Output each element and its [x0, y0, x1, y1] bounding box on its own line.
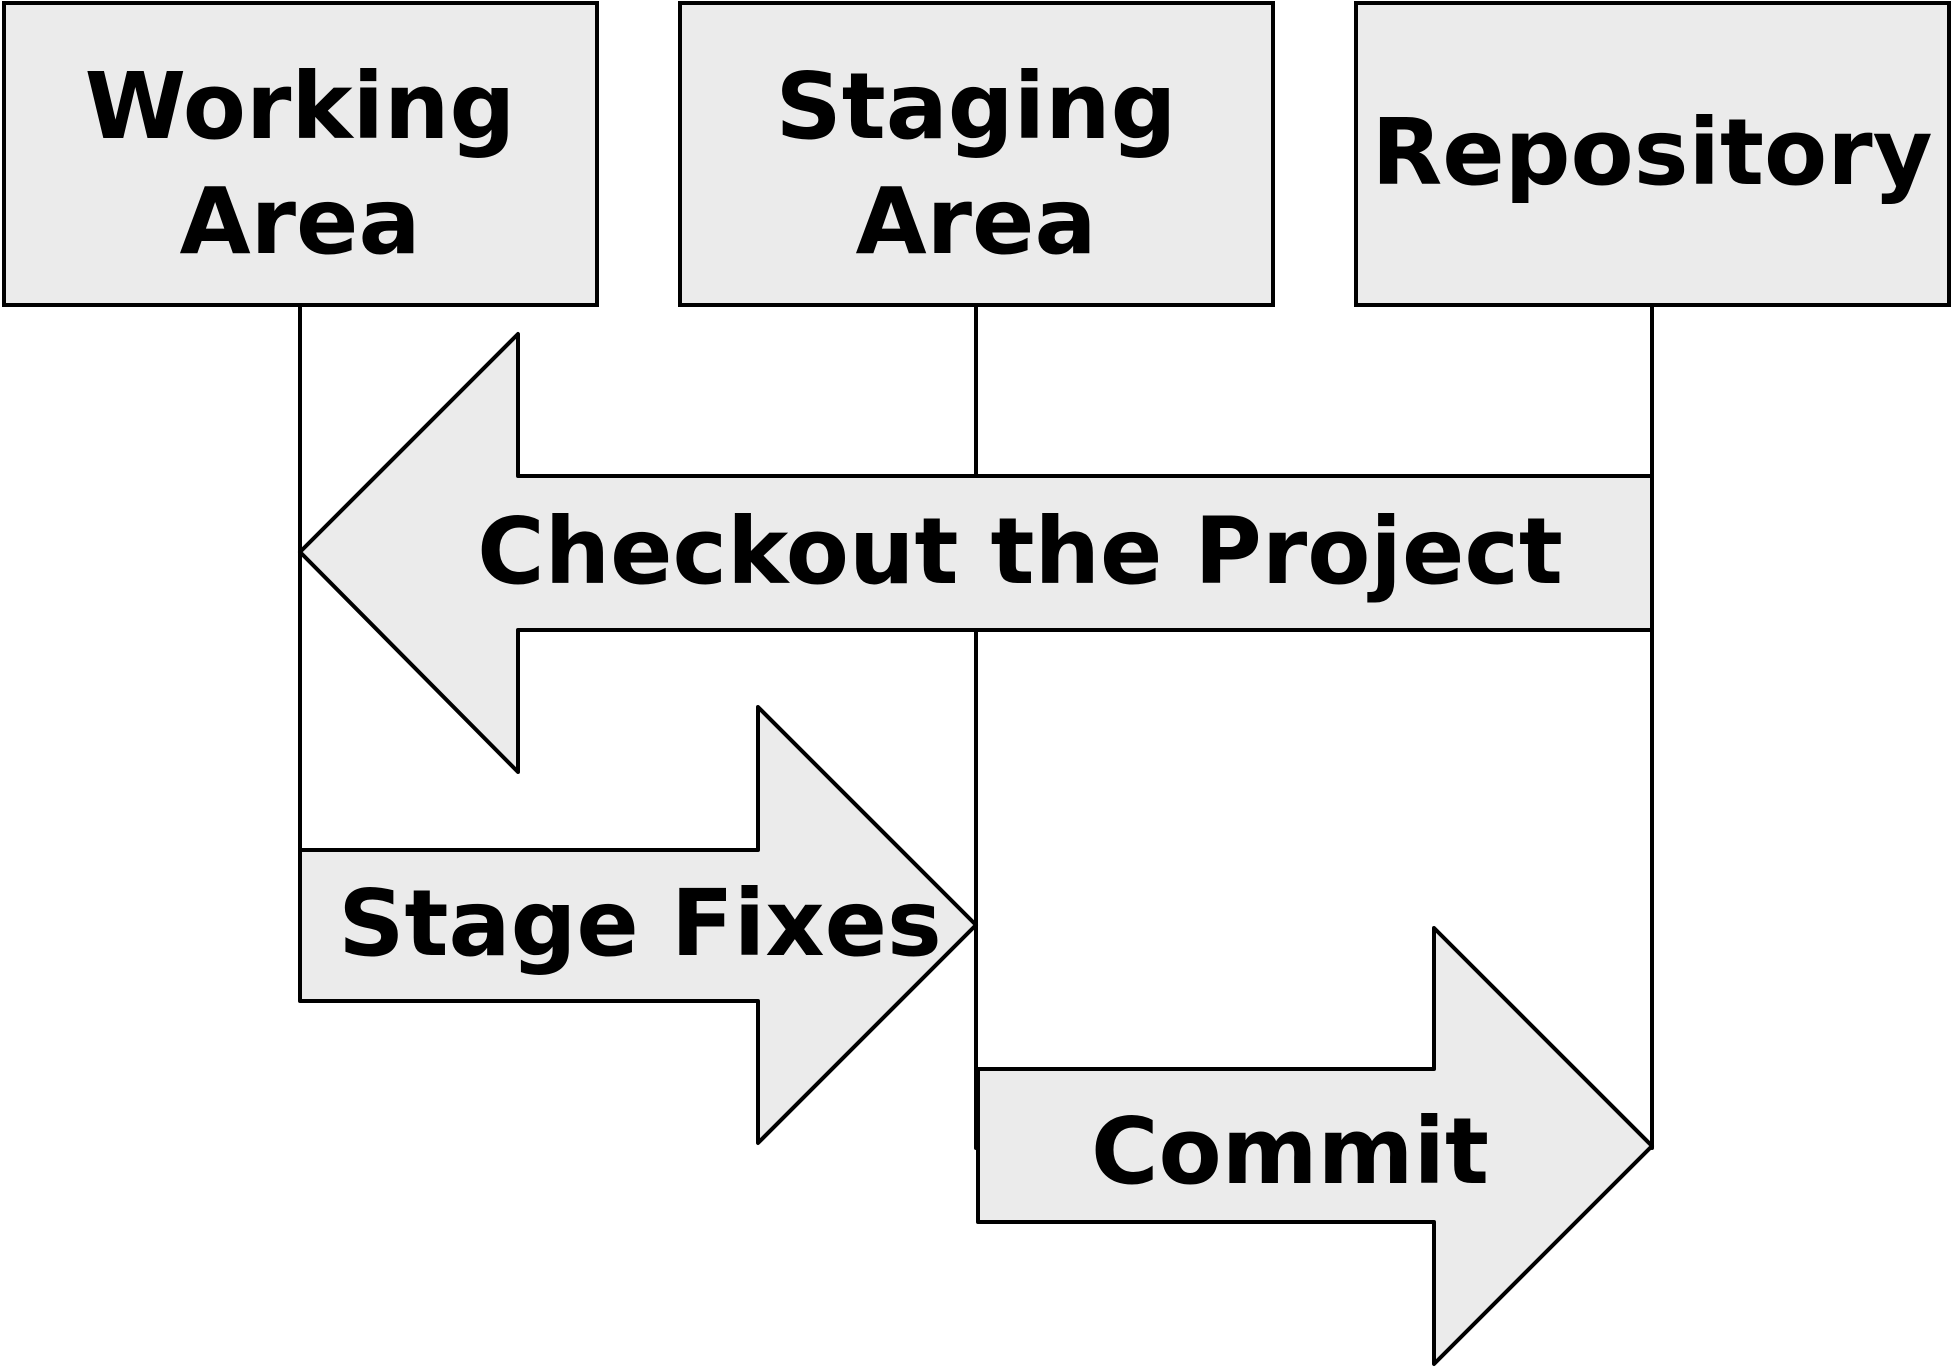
- commit-arrow-shape: [976, 926, 1654, 1366]
- checkout-arrow-shape: [298, 332, 1654, 774]
- working-area-box: Working Area: [2, 1, 599, 307]
- stage-fixes-arrow-shape: [298, 705, 978, 1145]
- staging-area-label-line1: Staging: [775, 53, 1176, 160]
- staging-area-rect: [678, 1, 1275, 307]
- stage-fixes-arrow-label: Stage Fixes: [338, 870, 941, 977]
- stage-fixes-arrow: Stage Fixes: [298, 705, 978, 1145]
- checkout-arrow-label: Checkout the Project: [477, 498, 1563, 605]
- repository-rect: [1354, 1, 1951, 307]
- staging-area-box: Staging Area: [678, 1, 1275, 307]
- commit-arrow: Commit: [976, 926, 1654, 1366]
- working-area-rect: [2, 1, 599, 307]
- staging-area-label-line2: Area: [855, 168, 1096, 275]
- commit-arrow-label: Commit: [1091, 1098, 1489, 1205]
- working-area-label-line2: Area: [179, 168, 420, 275]
- repository-box: Repository: [1354, 1, 1951, 307]
- repository-label: Repository: [1371, 99, 1932, 206]
- checkout-arrow: Checkout the Project: [298, 332, 1654, 774]
- working-area-label-line1: Working: [85, 53, 516, 160]
